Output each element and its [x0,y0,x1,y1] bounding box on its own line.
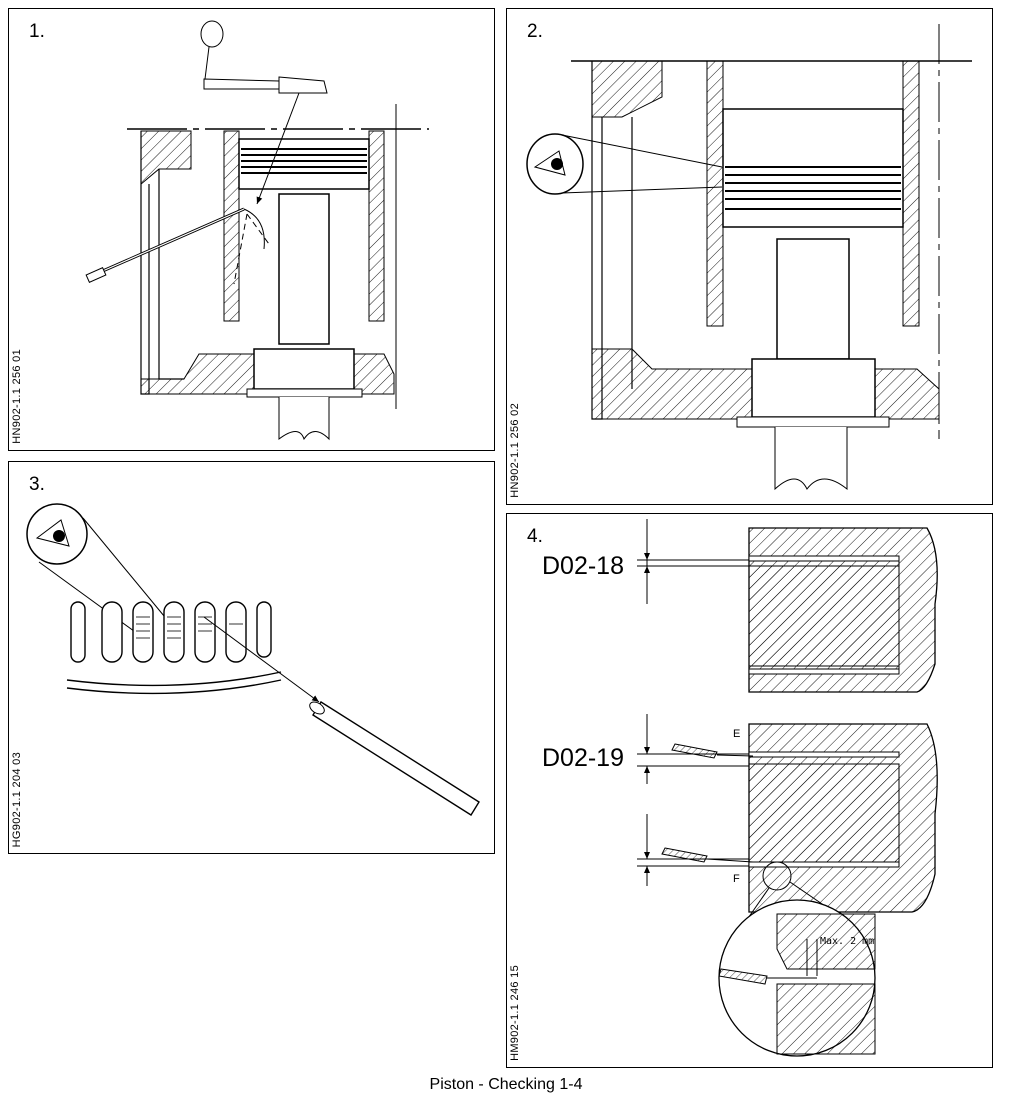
piston-ring-view-drawing [526,24,972,491]
piston-inspection-drawing [85,20,429,441]
scavenge-port-drawing [26,503,480,816]
ring-clearance-drawing: E F D02-18 D02-19 Max. 2 mm [542,519,938,1057]
panel-4: 4. HM902-1.1 246 15 [506,513,993,1068]
panel-1: 1. HN902-1.1 256 01 [8,8,495,451]
panel-number: 2. [527,21,543,42]
label-f: F [733,873,740,885]
label-e: E [733,728,740,740]
label-max: Max. 2 mm [820,936,874,947]
panel-3: 3. HG902-1.1 204 03 [8,461,495,854]
panel-number: 1. [29,21,45,42]
panel-number: 3. [29,474,45,495]
panel-2: 2. HN902-1.1 256 02 [506,8,993,505]
figure-caption: Piston - Checking 1-4 [429,1076,583,1093]
label-d02-18: D02-18 [542,552,624,580]
panel-number: 4. [527,526,543,547]
label-d02-19: D02-19 [542,744,624,772]
